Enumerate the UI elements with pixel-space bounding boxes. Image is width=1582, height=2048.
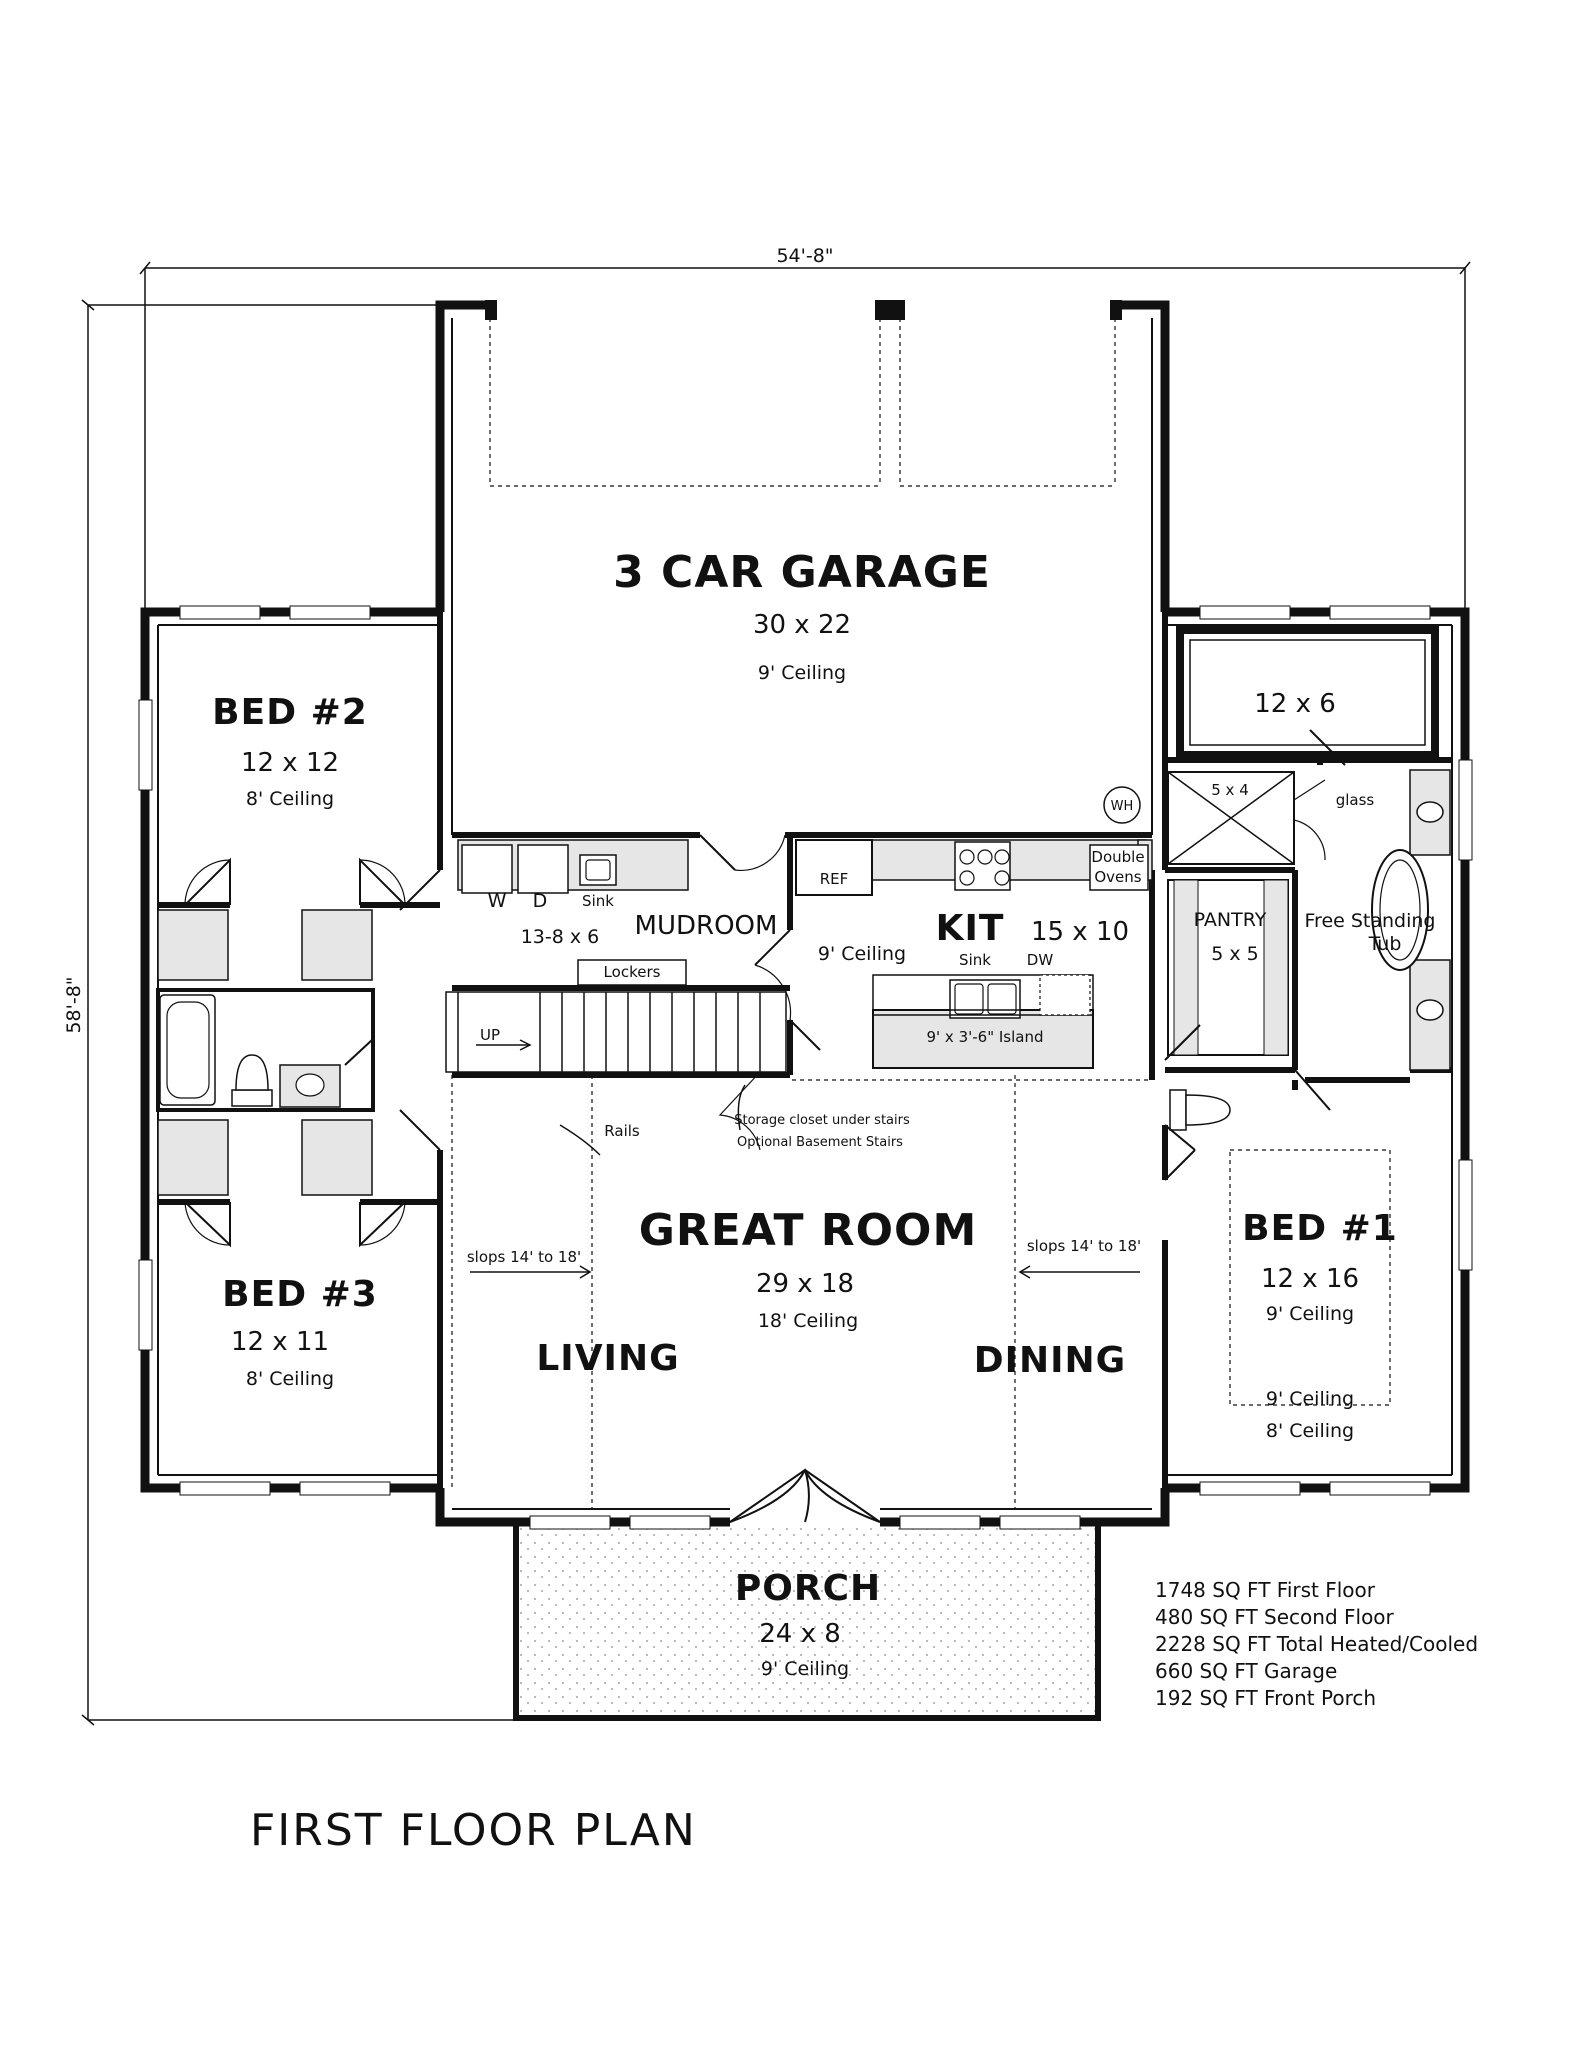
bed3-name: BED #3 xyxy=(222,1274,378,1315)
refrigerator xyxy=(795,839,873,896)
kitchen-sink-label: Sink xyxy=(959,951,991,969)
pantry-name: PANTRY xyxy=(1194,909,1267,931)
slope-left-label: slops 14' to 18' xyxy=(467,1248,581,1266)
garage-size: 30 x 22 xyxy=(753,610,851,640)
stat-first-floor: 1748 SQ FT First Floor xyxy=(1155,1578,1376,1602)
water-heater xyxy=(1103,786,1141,824)
mudroom-name: MUDROOM xyxy=(635,911,778,941)
freestanding-tub xyxy=(1371,849,1429,971)
lockers-label: Lockers xyxy=(604,963,661,981)
porch-size: 24 x 8 xyxy=(759,1619,841,1649)
kitchen-size: 15 x 10 xyxy=(1031,917,1129,947)
stat-second-floor: 480 SQ FT Second Floor xyxy=(1155,1605,1395,1629)
great-room-name: GREAT ROOM xyxy=(639,1205,978,1256)
stairs-note-2: Optional Basement Stairs xyxy=(737,1135,903,1150)
stat-garage: 660 SQ FT Garage xyxy=(1155,1659,1337,1683)
kitchen-name: KIT xyxy=(936,908,1005,949)
porch-name: PORCH xyxy=(735,1568,881,1609)
hall-bathtub xyxy=(159,994,216,1106)
master-closet-size: 12 x 6 xyxy=(1254,689,1336,719)
width-dimension: 54'-8" xyxy=(776,245,833,267)
great-room-size: 29 x 18 xyxy=(756,1269,854,1299)
bed3-ceiling: 8' Ceiling xyxy=(246,1368,334,1390)
washer-label: W xyxy=(488,890,507,912)
slope-right-label: slops 14' to 18' xyxy=(1027,1237,1141,1255)
dining-label: DINING xyxy=(974,1340,1126,1381)
stairs xyxy=(445,991,787,1073)
double-ovens xyxy=(1089,844,1149,891)
mudroom-size: 13-8 x 6 xyxy=(521,926,600,948)
washer xyxy=(461,844,513,894)
porch-ceiling: 9' Ceiling xyxy=(761,1658,849,1680)
dryer-label: D xyxy=(533,890,548,912)
water-heater-label: WH xyxy=(1111,799,1134,814)
depth-dimension: 58'-8" xyxy=(63,976,85,1033)
great-room-ceiling: 18' Ceiling xyxy=(758,1310,858,1332)
bed1-ceiling-3: 8' Ceiling xyxy=(1266,1420,1354,1442)
ref-label: REF xyxy=(820,870,849,888)
bed2-name: BED #2 xyxy=(212,692,368,733)
garage-ceiling: 9' Ceiling xyxy=(758,662,846,684)
shower-size: 5 x 4 xyxy=(1211,781,1249,799)
bed1-name: BED #1 xyxy=(1242,1208,1398,1249)
tub-label-2: Tub xyxy=(1368,933,1402,955)
bed2-ceiling: 8' Ceiling xyxy=(246,788,334,810)
living-label: LIVING xyxy=(536,1338,679,1379)
shower-glass: glass xyxy=(1336,791,1375,809)
windows xyxy=(138,605,1473,1530)
page-title: FIRST FLOOR PLAN xyxy=(250,1805,697,1856)
tub-label-1: Free Standing xyxy=(1305,910,1436,932)
double-ovens-label-1: Double xyxy=(1091,848,1144,866)
front-door xyxy=(729,1468,881,1528)
double-ovens-label-2: Ovens xyxy=(1094,868,1141,886)
bed1-size: 12 x 16 xyxy=(1261,1264,1359,1294)
stairs-note-1: Storage closet under stairs xyxy=(734,1113,910,1128)
rails-label: Rails xyxy=(604,1122,640,1140)
bed3-size: 12 x 11 xyxy=(231,1327,329,1357)
interior-walls xyxy=(158,612,1452,1488)
stat-porch: 192 SQ FT Front Porch xyxy=(1155,1686,1376,1710)
bed2-size: 12 x 12 xyxy=(241,748,339,778)
dimension-lines xyxy=(81,261,1471,1726)
island-label: 9' x 3'-6" Island xyxy=(927,1028,1044,1046)
mudroom-sink-label: Sink xyxy=(582,892,614,910)
square-footage-list: 1748 SQ FT First Floor 480 SQ FT Second … xyxy=(1155,1578,1478,1710)
bed1-ceiling-2: 9' Ceiling xyxy=(1266,1388,1354,1410)
kitchen-ceiling: 9' Ceiling xyxy=(818,943,906,965)
lockers xyxy=(577,959,687,986)
pantry-size: 5 x 5 xyxy=(1211,943,1259,965)
stat-total: 2228 SQ FT Total Heated/Cooled xyxy=(1155,1632,1478,1656)
hall-closets xyxy=(156,909,375,1196)
stairs-up-label: UP xyxy=(480,1026,500,1044)
bed1-ceiling-1: 9' Ceiling xyxy=(1266,1303,1354,1325)
dishwasher-label: DW xyxy=(1027,951,1054,969)
dryer xyxy=(517,844,569,894)
garage-name: 3 CAR GARAGE xyxy=(613,547,991,598)
